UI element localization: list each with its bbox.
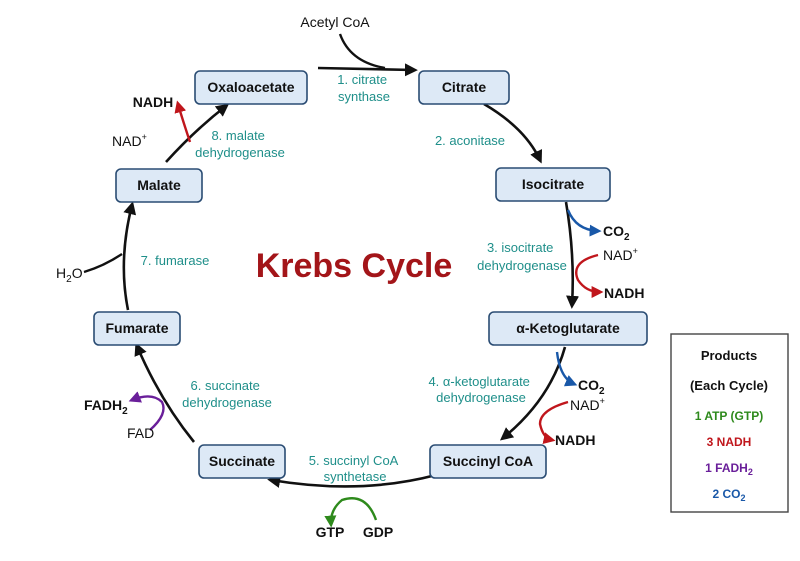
enzyme-step2: 2. aconitase (435, 133, 505, 148)
node-malate-label: Malate (137, 177, 181, 193)
arrow-akg-to-succinylcoa (499, 346, 567, 441)
enzyme-step8: 8. malate dehydrogenase (195, 128, 285, 160)
co2-label-step3: CO2 (603, 223, 630, 243)
h2o-arrow-step7 (83, 253, 123, 274)
nadh-arrow-step8 (174, 100, 192, 143)
node-oxaloacetate-label: Oxaloacetate (207, 79, 294, 95)
enzyme-step8-line2: dehydrogenase (195, 145, 285, 160)
gdp-label: GDP (363, 524, 393, 540)
products-box: Products (Each Cycle) 1 ATP (GTP) 3 NADH… (670, 333, 789, 513)
products-fadh2: 1 FADH2 (705, 461, 753, 477)
products-co2-sub: 2 (741, 493, 746, 503)
h2o-label-h: H (56, 265, 66, 281)
products-co2: 2 CO2 (712, 487, 745, 503)
nadh-label-step4: NADH (555, 432, 595, 448)
node-isocitrate: Isocitrate (495, 167, 611, 202)
node-citrate-label: Citrate (442, 79, 487, 95)
nad-label-step3: NAD+ (603, 246, 638, 263)
nad-label-step4: NAD+ (570, 396, 605, 413)
products-fadh2-base: 1 FADH (705, 461, 748, 475)
arrow-oxaloacetate-to-citrate (317, 63, 418, 77)
enzyme-step5: 5. succinyl CoA synthetase (309, 453, 402, 484)
co2-arrow-step3 (566, 209, 602, 237)
arrow-succinylcoa-to-succinate (267, 473, 437, 488)
nad-label-step8: NAD+ (112, 132, 147, 149)
nadh-arrow-step4 (538, 400, 569, 445)
node-succinate-label: Succinate (209, 453, 275, 469)
gtp-label: GTP (316, 524, 345, 540)
arrow-succinate-to-fumarate (134, 342, 196, 443)
gtp-arrow-step5 (324, 497, 378, 528)
node-oxaloacetate: Oxaloacetate (194, 70, 308, 105)
node-succinyl-coa-label: Succinyl CoA (443, 453, 533, 469)
products-co2-base: 2 CO (712, 487, 740, 501)
nadh-label-step8: NADH (133, 94, 173, 110)
enzyme-step3-line1: 3. isocitrate (487, 240, 553, 255)
enzyme-step3: 3. isocitrate dehydrogenase (477, 240, 567, 273)
fadh2-label: FADH2 (84, 397, 128, 417)
h2o-label-sub: 2 (66, 274, 72, 285)
fad-label: FAD (127, 425, 154, 441)
arrow-citrate-to-isocitrate (483, 102, 543, 164)
diagram-title: Krebs Cycle (256, 247, 453, 285)
node-alpha-ketoglutarate-label: α-Ketoglutarate (516, 320, 620, 336)
enzyme-step5-line1: 5. succinyl CoA (309, 453, 399, 468)
products-title-line1: Products (701, 348, 757, 363)
co2-label-step4: CO2 (578, 377, 605, 397)
enzyme-step4-line2: dehydrogenase (436, 390, 526, 405)
nadh-arrow-step3 (575, 253, 604, 298)
co2-arrow-step4 (555, 351, 578, 387)
enzyme-step4-line1: 4. α-ketoglutarate (428, 374, 529, 389)
fadh2-label-sub: 2 (122, 406, 128, 417)
enzyme-step4: 4. α-ketoglutarate dehydrogenase (428, 374, 533, 405)
enzyme-step8-line1: 8. malate (211, 128, 264, 143)
arrow-malate-to-oxaloacetate (165, 103, 230, 163)
enzyme-step1-line2: synthase (338, 89, 390, 104)
acetyl-coa-label: Acetyl CoA (300, 14, 370, 30)
co2-label-step4-base: CO (578, 377, 599, 393)
co2-label-step4-sub: 2 (599, 386, 605, 397)
nad-label-step3-sup: + (633, 246, 638, 256)
enzyme-step6: 6. succinate dehydrogenase (182, 378, 272, 410)
node-alpha-ketoglutarate: α-Ketoglutarate (488, 311, 648, 346)
h2o-label: H2O (56, 265, 83, 285)
nad-label-step8-base: NAD (112, 133, 142, 149)
enzyme-step6-line2: dehydrogenase (182, 395, 272, 410)
products-nadh: 3 NADH (707, 435, 752, 449)
arrow-fumarate-to-malate (122, 201, 137, 311)
enzyme-step6-line1: 6. succinate (191, 378, 260, 393)
node-malate: Malate (115, 168, 203, 203)
node-fumarate-label: Fumarate (105, 320, 168, 336)
enzyme-step3-line2: dehydrogenase (477, 258, 567, 273)
node-fumarate: Fumarate (93, 311, 181, 346)
arrow-isocitrate-to-akg (564, 201, 580, 309)
products-atp: 1 ATP (GTP) (695, 409, 763, 423)
fadh2-label-base: FADH (84, 397, 122, 413)
nad-label-step4-base: NAD (570, 397, 600, 413)
enzyme-step7: 7. fumarase (141, 253, 210, 268)
node-succinyl-coa: Succinyl CoA (429, 444, 547, 479)
node-citrate: Citrate (418, 70, 510, 105)
products-title-line2: (Each Cycle) (690, 378, 768, 393)
node-isocitrate-label: Isocitrate (522, 176, 584, 192)
co2-label-step3-base: CO (603, 223, 624, 239)
nadh-label-step3: NADH (604, 285, 644, 301)
nad-label-step3-base: NAD (603, 247, 633, 263)
products-fadh2-sub: 2 (748, 467, 753, 477)
fadh2-arrow-step6 (128, 391, 165, 431)
acetyl-coa-input-arrow (338, 33, 386, 70)
enzyme-step1-line1: 1. citrate (337, 72, 387, 87)
node-succinate: Succinate (198, 444, 286, 479)
enzyme-step5-line2: synthetase (324, 469, 387, 484)
co2-label-step3-sub: 2 (624, 232, 630, 243)
enzyme-step1: 1. citrate synthase (337, 72, 390, 104)
nad-label-step8-sup: + (142, 132, 147, 142)
h2o-label-o: O (72, 265, 83, 281)
nad-label-step4-sup: + (600, 396, 605, 406)
